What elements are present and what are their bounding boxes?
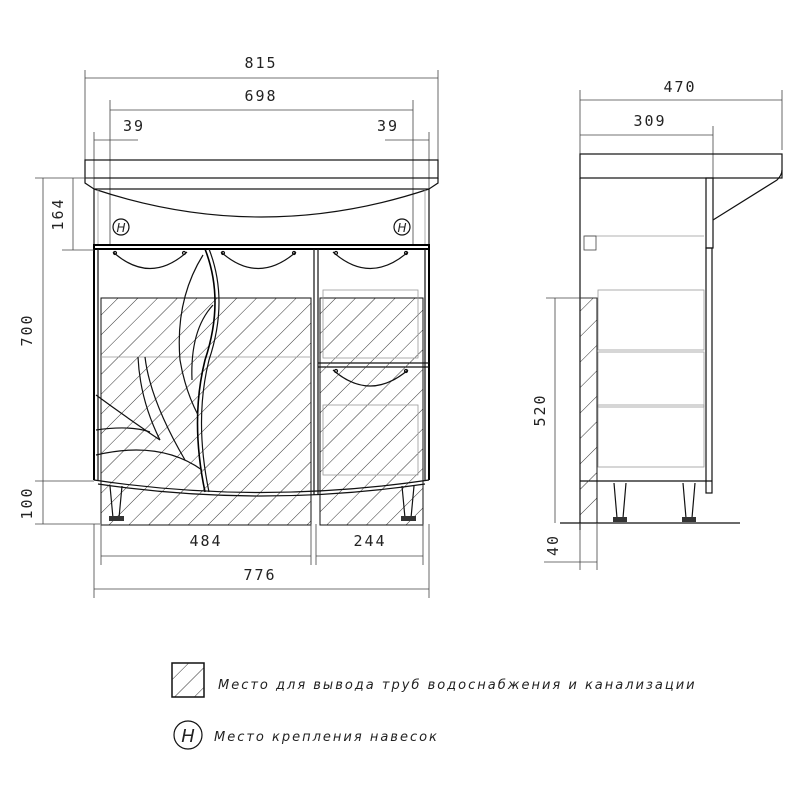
dim-vertical-left: 164 700 100 [18, 177, 100, 525]
dim-label-164: 164 [49, 197, 67, 230]
front-view: 815 698 39 39 H [18, 54, 439, 598]
mount-marker-right: H [393, 218, 411, 236]
dim-label-700: 700 [18, 313, 36, 346]
dim-label-309: 309 [633, 112, 666, 130]
dim-offsets: 39 39 [93, 117, 430, 245]
svg-text:H: H [397, 221, 406, 235]
dim-label-520: 520 [531, 393, 549, 426]
door-leaf-decoration [95, 248, 220, 493]
circle-h-icon [173, 720, 203, 750]
dim-label-39-left: 39 [123, 117, 145, 135]
legend-item-mount: H Место крепления навесок [173, 720, 439, 750]
dim-label-39-right: 39 [377, 117, 399, 135]
legend: Место для вывода труб водоснабжения и ка… [171, 662, 697, 750]
drawer-handles [112, 250, 409, 387]
dim-depth: 470 309 [579, 78, 783, 180]
dim-label-776: 776 [243, 566, 276, 584]
dim-label-40: 40 [544, 534, 562, 556]
mount-marker-left: H [112, 218, 130, 236]
side-view: 470 309 [531, 78, 783, 570]
dim-side-vertical: 520 40 [531, 297, 598, 570]
dim-label-100: 100 [18, 486, 36, 519]
dim-label-244: 244 [353, 532, 386, 550]
dim-basin-width: 698 [109, 87, 414, 245]
side-top [579, 153, 783, 249]
svg-text:Место крепления навесок: Место крепления навесок [214, 730, 439, 745]
dim-bottom: 484 244 776 [93, 524, 430, 598]
dim-label-815: 815 [244, 54, 277, 72]
dim-label-698: 698 [244, 87, 277, 105]
legend-item-pipe-zone: Место для вывода труб водоснабжения и ка… [171, 662, 697, 698]
cabinet-bottom [93, 479, 430, 521]
basin-top [84, 159, 439, 246]
dim-label-484: 484 [189, 532, 222, 550]
svg-text:H: H [116, 221, 125, 235]
dim-label-470: 470 [663, 78, 696, 96]
dim-overall-width: 815 [84, 54, 439, 165]
hatched-square-icon [171, 662, 205, 698]
svg-text:Место для вывода труб водоснаб: Место для вывода труб водоснабжения и ка… [218, 678, 697, 693]
svg-text:H: H [181, 726, 195, 747]
